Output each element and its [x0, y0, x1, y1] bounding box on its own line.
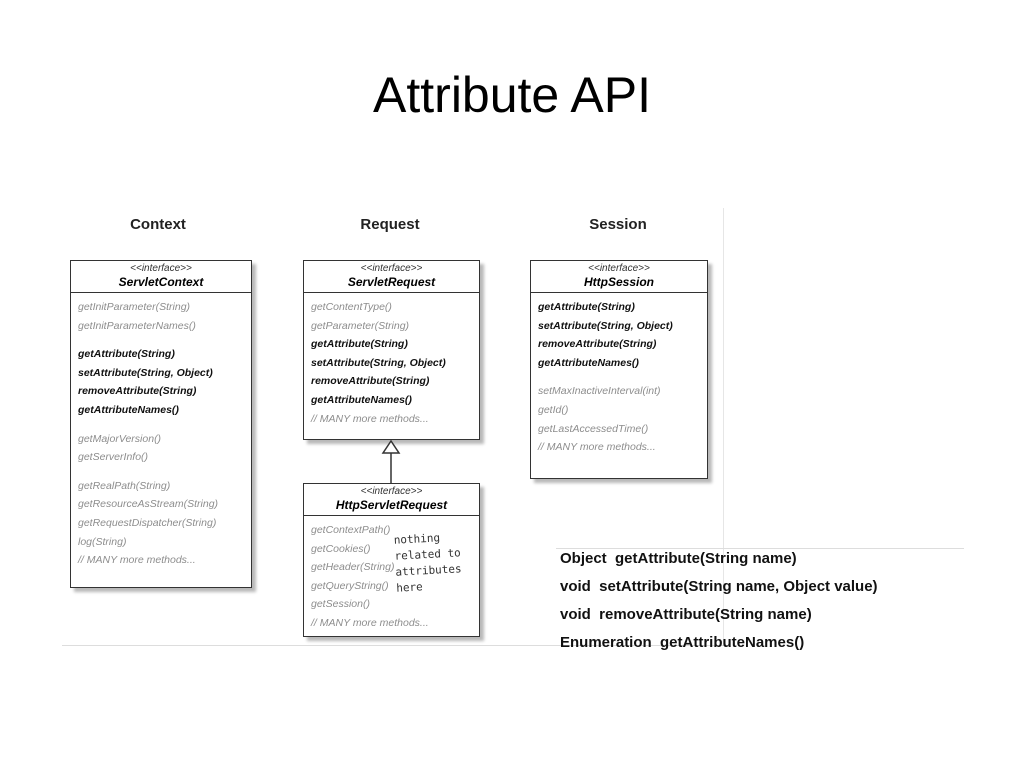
method-item: getMajorVersion(): [78, 432, 162, 445]
method-item: getId(): [538, 403, 569, 416]
method-item: getInitParameter(String): [78, 301, 191, 313]
uml-diagram: Context Request Session <<interface>> Se…: [62, 208, 724, 646]
stereotype-label: <<interface>>: [130, 263, 192, 274]
method-item: getQueryString(): [311, 579, 389, 592]
method-list: getContextPath() getCookies() getHeader(St…: [304, 516, 479, 638]
column-title-context: Context: [130, 216, 186, 233]
method-item: getResourceAsStream(String): [78, 498, 219, 511]
method-item: setAttribute(String, Object): [78, 366, 213, 379]
column-title-session: Session: [589, 216, 647, 233]
api-signatures: Object getAttribute(String name) void se…: [556, 548, 964, 659]
method-item: // MANY more methods...: [78, 554, 196, 567]
method-item: getSession(): [311, 598, 370, 611]
method-item: removeAttribute(String): [311, 375, 430, 388]
group-spacer: [78, 467, 244, 477]
method-list: getContentType() getParameter(String) getA…: [304, 293, 479, 433]
group-spacer: [78, 420, 244, 430]
servlet-request-header: <<interface>> ServletRequest: [304, 261, 479, 293]
servlet-request-box: <<interface>> ServletRequest getContentT…: [303, 260, 480, 440]
group-spacer: [78, 335, 244, 345]
method-item: setMaxInactiveInterval(int): [538, 385, 661, 398]
method-item: getInitParameterNames(): [78, 319, 196, 332]
inheritance-arrowhead: [381, 440, 401, 454]
class-name: HttpSession: [583, 275, 654, 289]
method-item: getRealPath(String): [78, 479, 171, 492]
http-session-header: <<interface>> HttpSession: [531, 261, 707, 293]
method-item: setAttribute(String, Object): [538, 319, 673, 332]
method-item: getServerInfo(): [78, 451, 149, 464]
method-item: getAttributeNames(): [311, 393, 412, 406]
method-item: getAttribute(String): [311, 338, 408, 351]
api-signature-get: Object getAttribute(String name): [560, 550, 797, 567]
method-item: getContextPath(): [311, 524, 391, 536]
method-item: getContentType(): [311, 301, 392, 313]
class-name: ServletContext: [118, 275, 204, 289]
method-item: // MANY more methods...: [311, 616, 429, 629]
method-item: // MANY more methods...: [538, 441, 656, 454]
method-item: getParameter(String): [311, 319, 410, 332]
api-signature-names: Enumeration getAttributeNames(): [560, 634, 805, 651]
method-item: // MANY more methods...: [311, 412, 429, 425]
method-list: getInitParameter(String) getInitParameter…: [71, 293, 251, 575]
method-item: setAttribute(String, Object): [311, 356, 446, 369]
method-item: getAttributeNames(): [78, 403, 179, 416]
method-item: removeAttribute(String): [78, 385, 197, 398]
http-servlet-request-header: <<interface>> HttpServletRequest: [304, 484, 479, 516]
class-name: HttpServletRequest: [335, 498, 448, 512]
method-item: getHeader(String): [311, 561, 395, 574]
method-item: getCookies(): [311, 542, 371, 555]
method-item: getRequestDispatcher(String): [78, 516, 217, 529]
method-item: getAttribute(String): [538, 301, 635, 313]
method-item: removeAttribute(String): [538, 338, 657, 351]
method-list: getAttribute(String) setAttribute(String,…: [531, 293, 707, 462]
class-name: ServletRequest: [347, 275, 436, 289]
slide-title: Attribute API: [373, 67, 651, 123]
handwritten-note: nothing related to attributes here: [393, 529, 462, 596]
method-item: getAttribute(String): [78, 348, 175, 361]
group-spacer: [538, 372, 700, 382]
column-title-request: Request: [360, 216, 420, 233]
servlet-context-box: <<interface>> ServletContext getInitPara…: [70, 260, 252, 588]
divider-line: [62, 645, 556, 646]
api-signature-set: void setAttribute(String name, Object va…: [560, 578, 878, 595]
http-session-box: <<interface>> HttpSession getAttribute(S…: [530, 260, 708, 479]
servlet-context-header: <<interface>> ServletContext: [71, 261, 251, 293]
stereotype-label: <<interface>>: [360, 486, 423, 497]
api-signature-remove: void removeAttribute(String name): [560, 606, 812, 623]
method-item: getAttributeNames(): [538, 356, 639, 369]
method-item: getLastAccessedTime(): [538, 422, 649, 435]
stereotype-label: <<interface>>: [360, 263, 423, 274]
stereotype-label: <<interface>>: [588, 263, 650, 274]
method-item: log(String): [78, 535, 127, 548]
http-servlet-request-box: <<interface>> HttpServletRequest getCont…: [303, 483, 480, 637]
inheritance-arrow: [381, 440, 401, 485]
